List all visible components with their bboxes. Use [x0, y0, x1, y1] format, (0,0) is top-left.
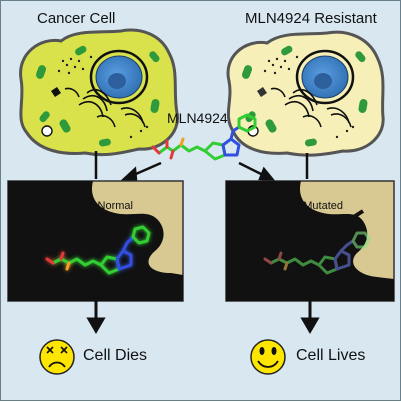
cancer-cell-title: Cancer Cell	[37, 10, 116, 27]
mln4924-molecule	[151, 113, 257, 161]
resistant-cell	[226, 30, 385, 157]
left-binding-pocket	[7, 180, 184, 302]
resistant-cell-golgi	[270, 87, 352, 128]
outcome-arrows	[86, 301, 320, 334]
cancer-cell-ribosomes	[57, 55, 149, 139]
smiley-face-icon	[250, 339, 286, 375]
resistant-cell-membrane	[226, 30, 385, 157]
right-target-blocker	[339, 209, 365, 235]
drug-name-label: MLN4924	[167, 110, 228, 126]
resistant-cell-nucleus-envelope	[295, 49, 355, 105]
sad-face-icon	[39, 339, 75, 375]
resistant-cell-mitochondria	[241, 45, 368, 147]
mutated-target-label: Mutated Target	[295, 200, 343, 226]
right-bound-ligand	[263, 231, 371, 275]
mutated-target-line1: Mutated	[303, 200, 343, 212]
cell-lives-label: Cell Lives	[296, 347, 366, 364]
normal-target-label: Normal Target	[89, 200, 133, 226]
normal-target-line2: Target	[102, 213, 133, 225]
mutated-target-line2: Target	[312, 213, 343, 225]
resistant-cell-dark-granule	[257, 87, 267, 97]
cancer-cell-vesicle	[41, 125, 53, 137]
resistant-cell-title: MLN4924 Resistant	[245, 10, 377, 27]
right-protein-surface	[226, 181, 394, 301]
connectors	[94, 151, 309, 182]
cancer-cell-membrane	[19, 28, 179, 157]
cancer-cell-golgi	[64, 87, 146, 128]
cancer-cell-dark-granule	[51, 87, 61, 97]
right-binding-pocket	[225, 180, 395, 302]
cell-dies-label: Cell Dies	[83, 347, 148, 364]
resistant-cell-ribosomes	[263, 55, 355, 139]
resistant-cell-nucleolus	[314, 73, 332, 89]
normal-target-line1: Normal	[97, 200, 133, 212]
cancer-cell-mitochondria	[35, 45, 160, 147]
cancer-cell-nucleus-envelope	[89, 49, 149, 105]
left-protein-surface	[8, 181, 183, 301]
left-bound-ligand	[45, 225, 151, 275]
cancer-cell	[19, 28, 179, 157]
cancer-cell-nucleolus	[108, 73, 126, 89]
